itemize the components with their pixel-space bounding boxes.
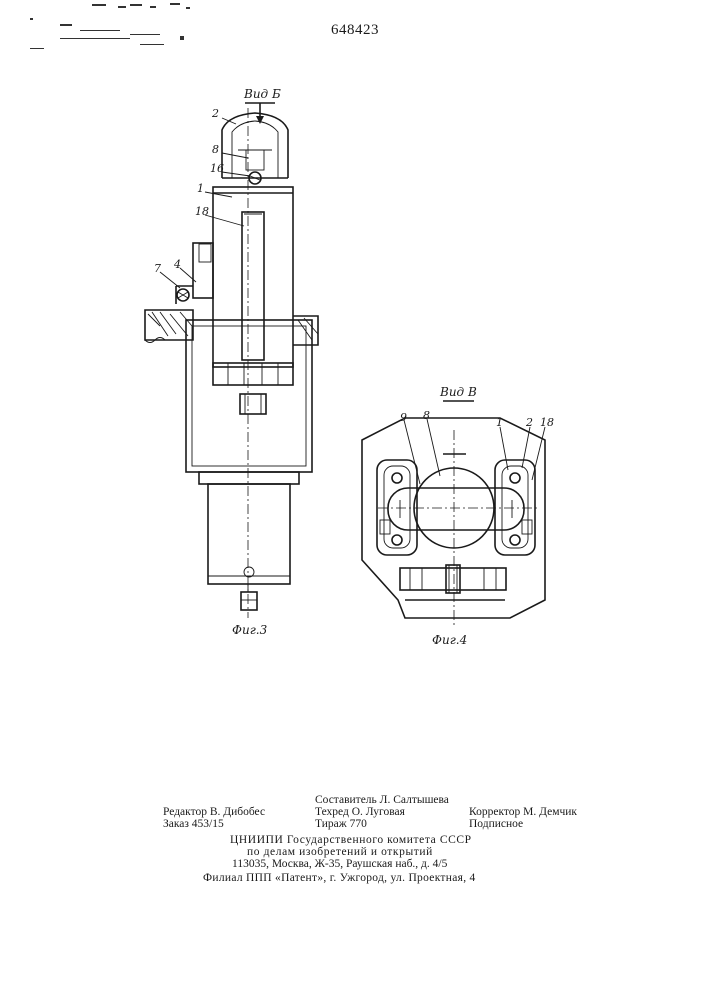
fig4-view-title: Вид В	[439, 385, 477, 399]
fig3-label-4: 4	[173, 258, 181, 271]
fig3-view-title: Вид Б	[243, 87, 281, 101]
fig3-label-16: 16	[210, 162, 224, 175]
fig4-label-18: 18	[540, 416, 554, 429]
fig4-label-8: 8	[423, 409, 430, 422]
figure-3: Вид Б	[145, 87, 318, 637]
imprint-branch: Филиал ППП «Патент», г. Ужгород, ул. Про…	[203, 872, 476, 884]
imprint-editor: Редактор В. Дибобес	[163, 806, 265, 818]
fig3-label-1: 1	[197, 182, 204, 195]
fig4-label-1: 1	[496, 416, 503, 429]
imprint-corrector: Корректор М. Демчик	[469, 806, 577, 818]
imprint-org-line1: ЦНИИПИ Государственного комитета СССР	[230, 834, 472, 846]
imprint-org-line2: по делам изобретений и открытий	[247, 846, 433, 858]
imprint-order: Заказ 453/15	[163, 818, 224, 830]
imprint-compiler: Составитель Л. Салтышева	[315, 794, 449, 806]
figure-4: Вид В	[362, 385, 554, 647]
imprint-address: 113035, Москва, Ж-35, Раушская наб., д. …	[232, 858, 447, 870]
fig4-label-2: 2	[525, 416, 533, 429]
fig3-label-7: 7	[154, 262, 161, 275]
fig3-label-2: 2	[211, 107, 219, 120]
fig3-label-8: 8	[212, 143, 219, 156]
fig3-caption: Фиг.3	[232, 623, 268, 637]
imprint-techred: Техред О. Луговая	[315, 806, 405, 818]
fig4-caption: Фиг.4	[432, 633, 467, 647]
imprint-circulation: Тираж 770	[315, 818, 367, 830]
imprint-subscription: Подписное	[469, 818, 523, 830]
fig4-label-9: 9	[400, 411, 407, 424]
fig3-label-18: 18	[195, 205, 209, 218]
technical-drawing: Вид Б	[0, 0, 707, 720]
